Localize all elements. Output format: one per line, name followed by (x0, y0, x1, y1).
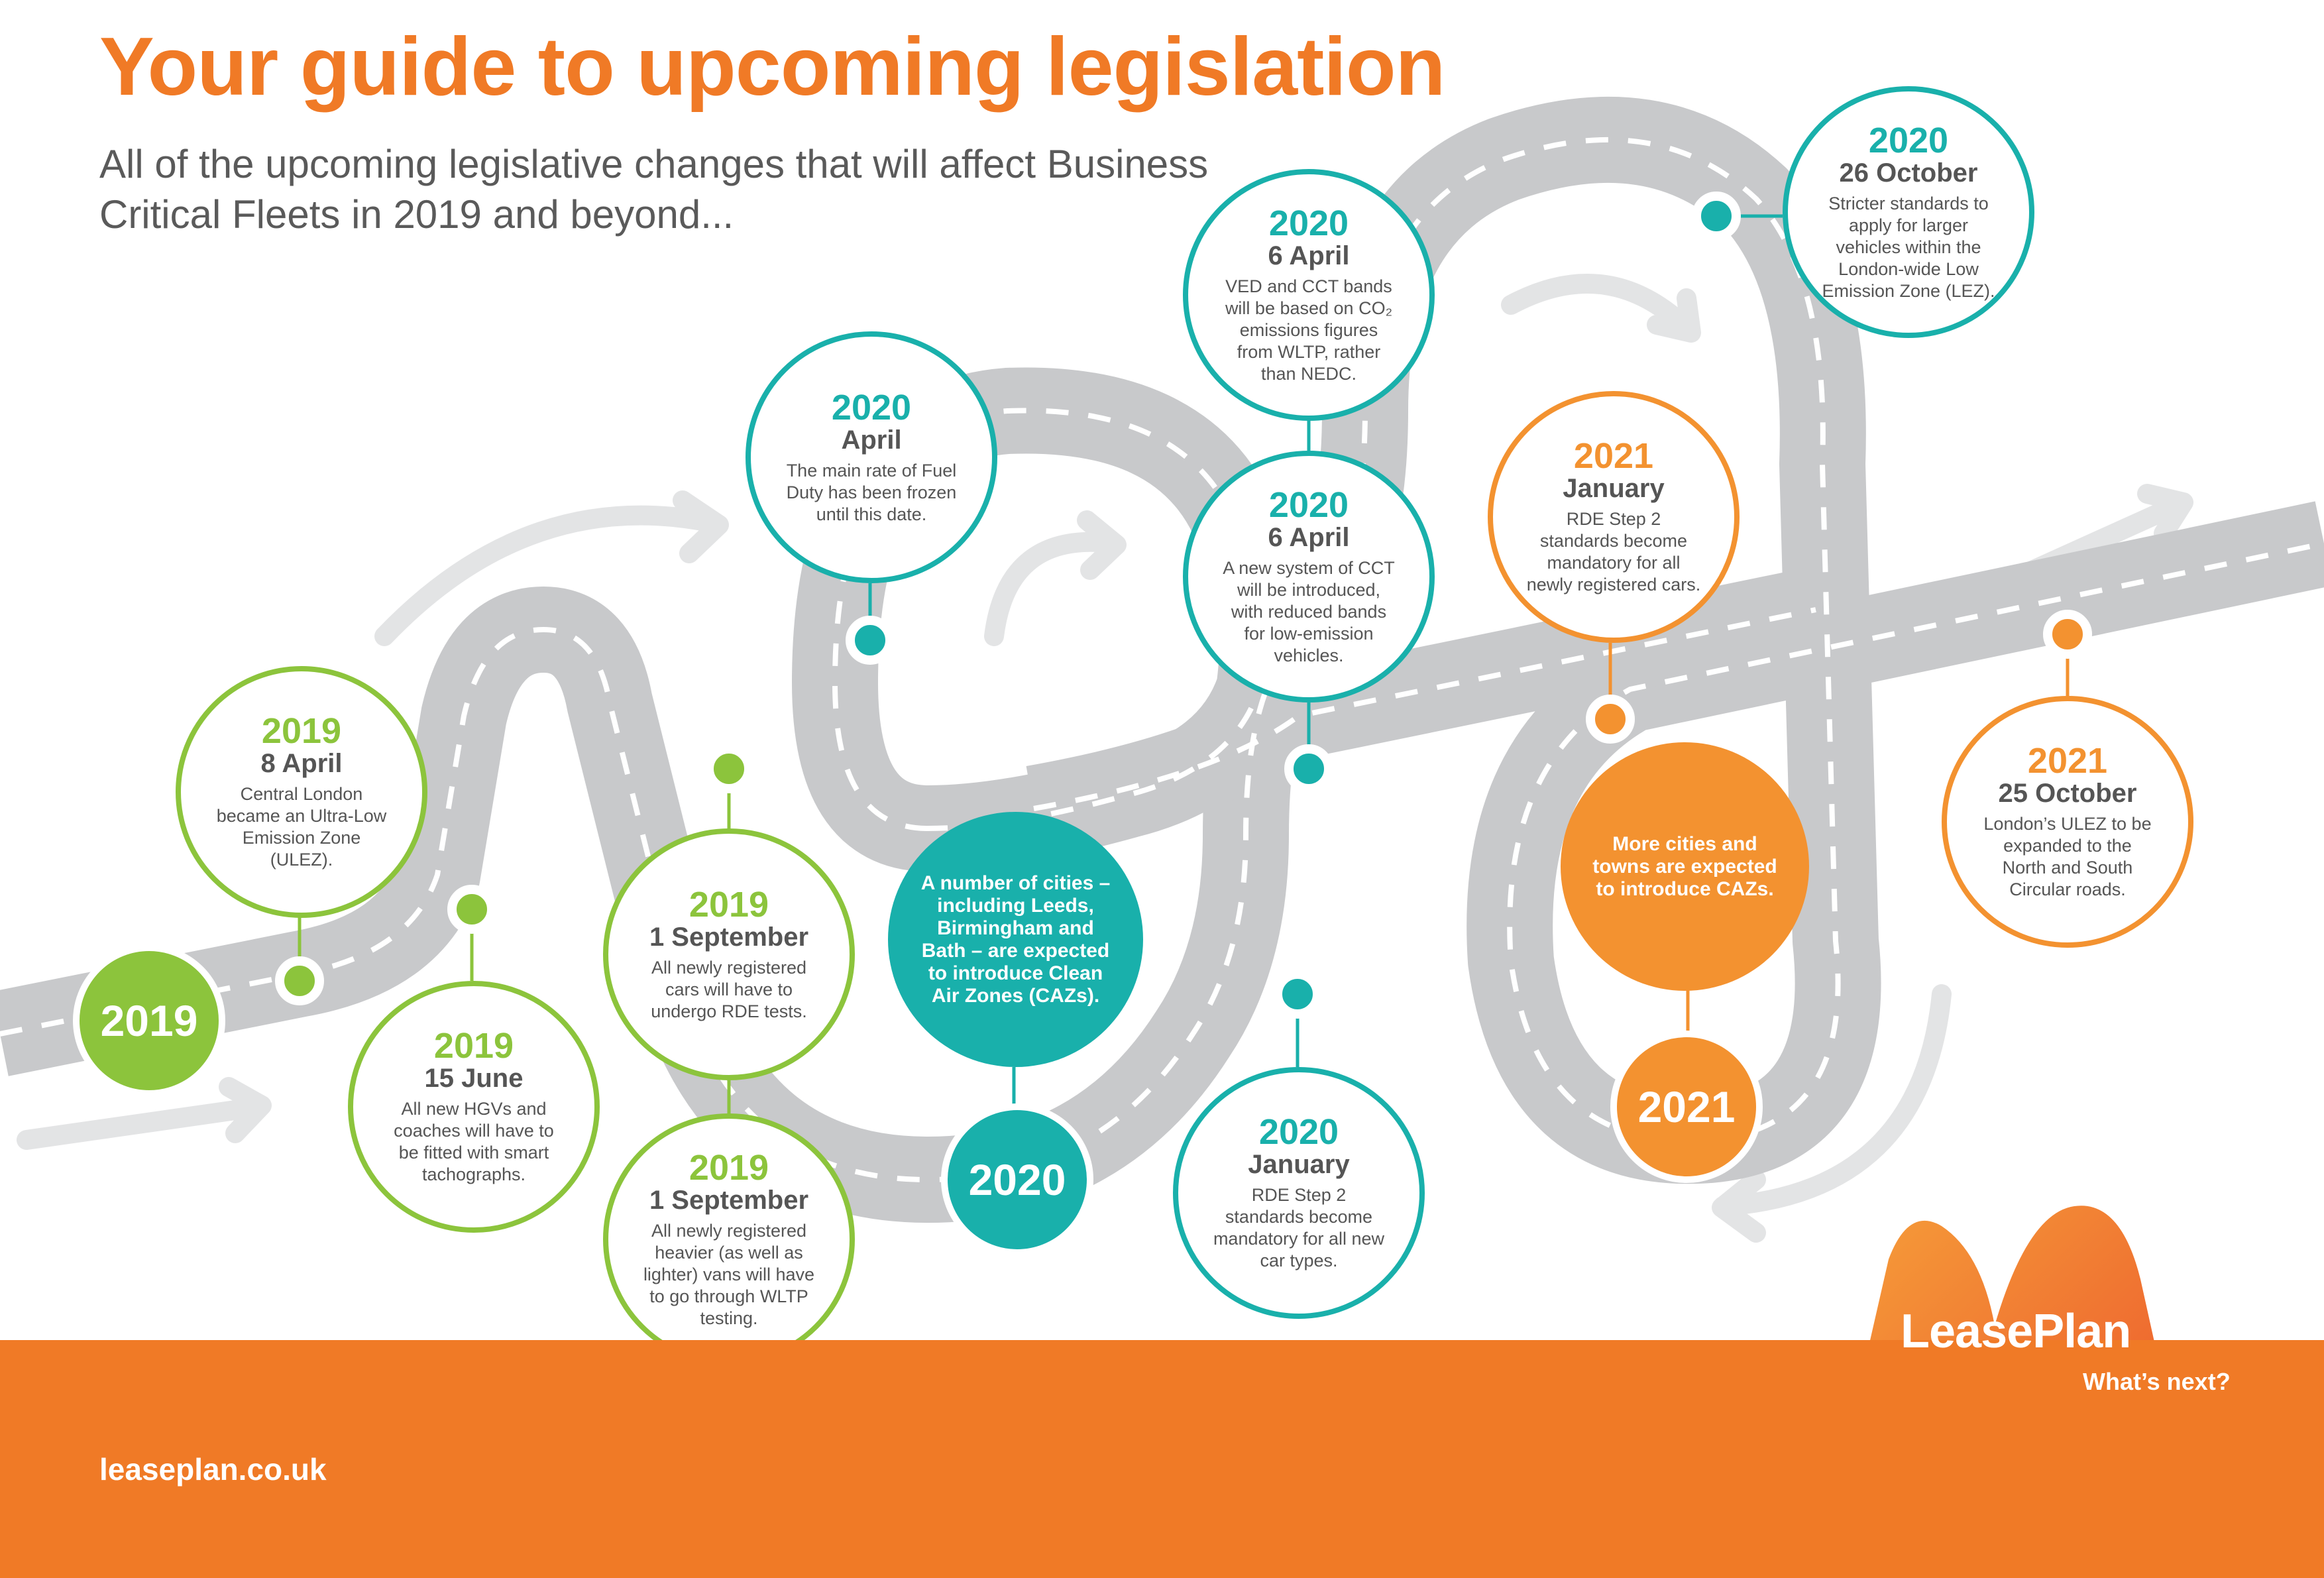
year-marker-2019: 2019 (73, 944, 225, 1097)
arrow-loop-2 (984, 510, 1127, 646)
event-text: All newly registered heavier (as well as… (643, 1220, 815, 1328)
arrow-return (1712, 984, 1952, 1243)
event-year: 2019 (261, 711, 342, 751)
event-year: 2019 (689, 884, 769, 925)
event-text: RDE Step 2 standards become mandatory fo… (1526, 509, 1701, 594)
dot-2020-october (1692, 192, 1741, 241)
event-year: 2020 (831, 387, 912, 427)
highlight-text: More cities and towns are expected to in… (1592, 832, 1777, 900)
event-2020-6-april-cct: 2020 6 April A new system of CCT will be… (1183, 451, 1435, 703)
arrow-loop-3 (1501, 274, 1701, 343)
event-2021-25-october: 2021 25 October London’s ULEZ to be expa… (1942, 696, 2193, 948)
event-text: London’s ULEZ to be expanded to the Nort… (1983, 814, 2152, 899)
year-marker-2021: 2021 (1610, 1031, 1763, 1183)
dot-2020-january (1273, 970, 1322, 1019)
brand-tagline: What’s next? (2083, 1368, 2231, 1395)
event-2019-1-september-rde: 2019 1 September All newly registered ca… (603, 828, 855, 1080)
event-date: 1 September (649, 1185, 809, 1215)
arrow-left-entry (17, 1077, 272, 1150)
event-2019-15-june: 2019 15 June All new HGVs and coaches wi… (348, 981, 600, 1233)
event-year: 2019 (433, 1026, 514, 1066)
leaseplan-logo: LeasePlan (1901, 1305, 2131, 1358)
event-text: Central London became an Ultra-Low Emiss… (216, 784, 387, 870)
event-date: 15 June (424, 1064, 524, 1093)
page-subtitle: All of the upcoming legislative changes … (99, 142, 1209, 237)
event-year: 2020 (1258, 1112, 1339, 1152)
dot-2021-january (1586, 695, 1635, 744)
event-year: 2020 (1868, 120, 1949, 160)
event-text: Stricter standards to apply for larger v… (1822, 193, 1995, 301)
event-year: 2019 (689, 1147, 769, 1188)
dot-2020-6april (1284, 744, 1333, 793)
event-2019-8-april: 2019 8 April Central London became an Ul… (176, 666, 427, 918)
event-2019-1-september-wltp: 2019 1 September All newly registered he… (603, 1113, 855, 1365)
dot-2019-sept (704, 744, 753, 793)
footer-band (0, 1340, 2324, 1578)
event-text: The main rate of Fuel Duty has been froz… (786, 460, 957, 524)
event-text: All newly registered cars will have to u… (651, 957, 807, 1021)
highlight-text: A number of cities – including Leeds, Bi… (920, 872, 1111, 1007)
event-year: 2020 (1268, 484, 1349, 525)
event-date: 8 April (260, 749, 343, 778)
event-date: 6 April (1268, 522, 1350, 552)
event-text: VED and CCT bands will be based on CO₂ e… (1225, 276, 1393, 384)
direction-arrows (17, 274, 2193, 1243)
event-2020-6-april-ved: 2020 6 April VED and CCT bands will be b… (1183, 169, 1435, 421)
event-year: 2021 (1573, 436, 1654, 476)
event-2020-january: 2020 January RDE Step 2 standards become… (1173, 1067, 1425, 1319)
event-text: All new HGVs and coaches will have to be… (394, 1099, 554, 1184)
event-year: 2021 (2027, 741, 2108, 781)
event-year: 2020 (1268, 203, 1349, 243)
highlight-caz-2020: A number of cities – including Leeds, Bi… (888, 812, 1143, 1067)
event-date: 26 October (1839, 158, 1978, 188)
event-date: January (1248, 1150, 1350, 1179)
event-2020-april: 2020 April The main rate of Fuel Duty ha… (746, 331, 997, 583)
page-title: Your guide to upcoming legislation (99, 21, 1445, 113)
arrow-loop-1 (374, 490, 729, 646)
event-date: 25 October (1998, 779, 2137, 808)
event-2021-january: 2021 January RDE Step 2 standards become… (1488, 391, 1740, 643)
dot-2019-june (447, 885, 496, 934)
dot-2020-april (846, 616, 895, 665)
highlight-caz-2021: More cities and towns are expected to in… (1561, 742, 1809, 991)
event-2020-26-october: 2020 26 October Stricter standards to ap… (1783, 86, 2034, 338)
website-link[interactable]: leaseplan.co.uk (99, 1452, 327, 1487)
dot-2021-october (2043, 610, 2092, 659)
event-dots (275, 192, 2092, 1019)
dot-2019-april (275, 956, 324, 1005)
event-text: RDE Step 2 standards become mandatory fo… (1213, 1185, 1385, 1270)
event-date: 6 April (1268, 241, 1350, 270)
event-date: April (841, 425, 902, 455)
year-marker-2020: 2020 (941, 1103, 1093, 1256)
event-text: A new system of CCT will be introduced, … (1223, 557, 1395, 665)
event-date: 1 September (649, 922, 809, 952)
event-date: January (1563, 474, 1665, 503)
